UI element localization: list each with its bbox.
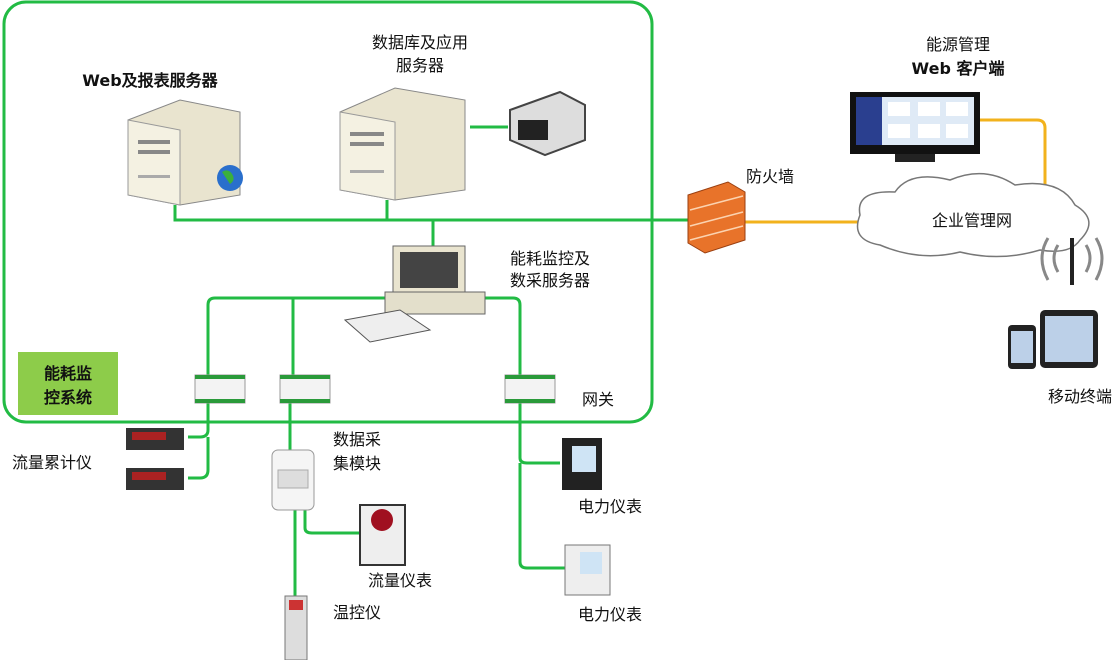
web-server-icon	[127, 99, 243, 206]
power-meter-icon	[562, 438, 602, 490]
lan-lines	[173, 125, 690, 596]
gateway-icon	[194, 374, 246, 404]
daq-label-1: 数据采	[333, 430, 381, 449]
firewall-icon	[687, 181, 746, 254]
database-server-icon	[339, 87, 466, 201]
db-server-label-1: 数据库及应用	[372, 33, 468, 52]
temperature-controller-icon	[284, 595, 308, 660]
mobile-devices-icon	[1008, 310, 1098, 369]
daq-module-icon	[271, 449, 315, 511]
flow-totalizer-label: 流量累计仪	[12, 453, 92, 472]
temperature-controller-label: 温控仪	[333, 603, 381, 622]
printer-icon	[509, 90, 586, 157]
flow-totalizer-icon	[126, 428, 184, 490]
daq-label-2: 集模块	[333, 454, 381, 473]
flow-meter-icon	[359, 504, 406, 566]
monitor-server-label-1: 能耗监控及	[510, 249, 590, 268]
flow-meter-label: 流量仪表	[368, 571, 432, 590]
cloud-icon	[856, 172, 1090, 258]
enterprise-network-label: 企业管理网	[932, 211, 1012, 230]
gateway-label: 网关	[582, 390, 614, 409]
mobile-label: 移动终端	[1048, 387, 1112, 406]
client-label-2: Web 客户端	[912, 59, 1005, 78]
client-label-1: 能源管理	[926, 35, 990, 54]
gateway-icon	[279, 374, 331, 404]
system-label-box	[18, 352, 118, 415]
system-label-2: 控系统	[44, 388, 92, 407]
gateway-icon	[504, 374, 556, 404]
firewall-label: 防火墙	[746, 167, 794, 186]
system-label-1: 能耗监	[44, 364, 92, 383]
monitor-server-label-2: 数采服务器	[510, 271, 590, 290]
web-server-label: Web及报表服务器	[82, 71, 218, 90]
web-client-monitor-icon	[850, 92, 980, 162]
wireless-icon	[1040, 237, 1104, 285]
system-boundary	[2, 0, 654, 424]
power-meter-icon	[564, 544, 611, 596]
power-meter-label-2: 电力仪表	[578, 605, 642, 624]
workstation-icon	[343, 245, 486, 343]
db-server-label-2: 服务器	[396, 56, 444, 75]
wan-lines	[745, 118, 1047, 224]
power-meter-label-1: 电力仪表	[578, 497, 642, 516]
